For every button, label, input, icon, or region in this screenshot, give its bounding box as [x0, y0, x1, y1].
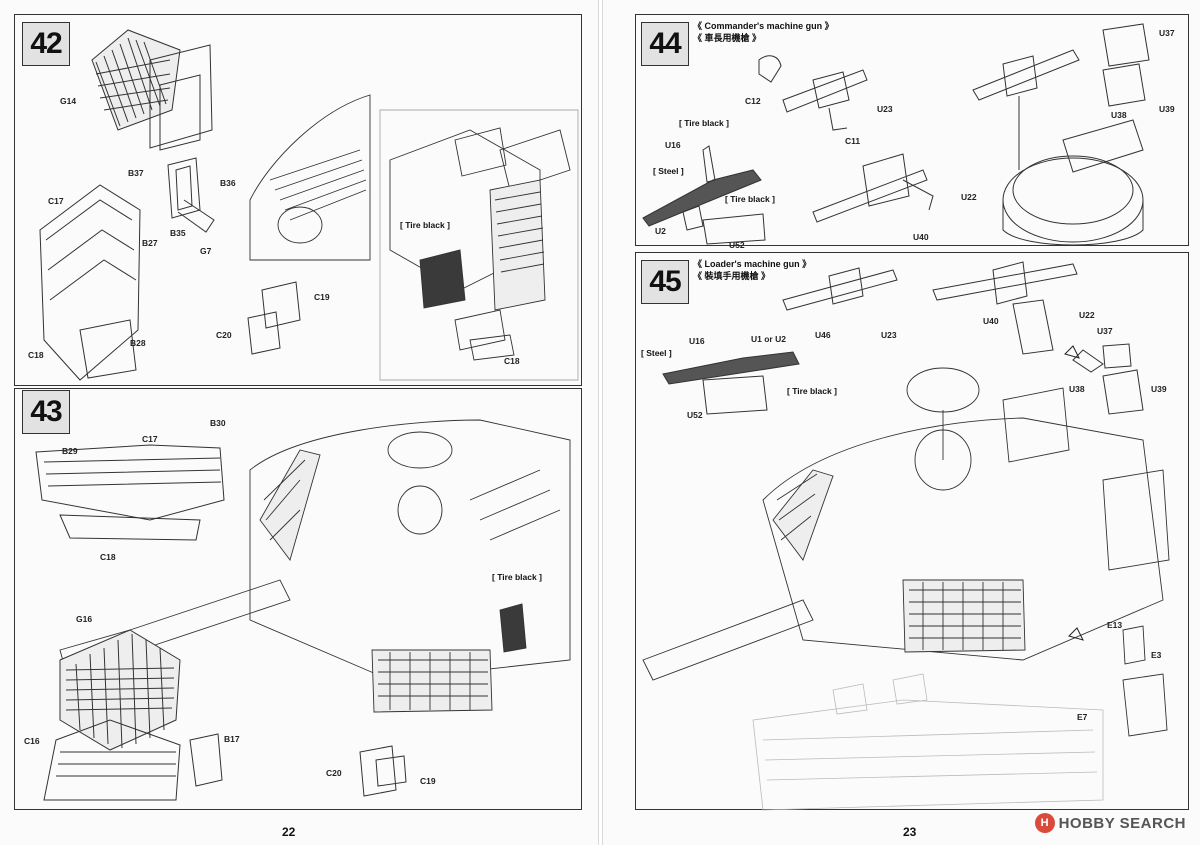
turret-detail-45 — [642, 367, 1170, 737]
hobby-search-logo-icon: H — [1034, 813, 1055, 833]
part-label-c20-43: C20 — [326, 768, 342, 778]
part-label-u37-45: U37 — [1097, 326, 1113, 336]
step-44-frame — [635, 14, 1189, 246]
step-43-frame — [14, 388, 582, 810]
step-44-title-jp: 《 車長用機槍 》 — [693, 33, 762, 43]
part-label-g16: G16 — [76, 614, 93, 624]
part-label-b17: B17 — [224, 734, 240, 744]
step-44-badge: 44 — [641, 22, 689, 66]
part-label-b27: B27 — [142, 238, 158, 248]
part-label-b28: B28 — [130, 338, 146, 348]
paint-note-tire-black-44b: [ Tire black ] — [725, 194, 775, 204]
part-label-c17: C17 — [48, 196, 64, 206]
step-45-title-jp: 《 裝填手用機槍 》 — [693, 271, 771, 281]
paint-note-steel-44: [ Steel ] — [653, 166, 684, 176]
part-label-g7: G7 — [200, 246, 212, 256]
part-label-c12: C12 — [745, 96, 761, 106]
part-label-b30: B30 — [210, 418, 226, 428]
part-label-u2: U2 — [655, 226, 666, 236]
part-label-u23: U23 — [877, 104, 893, 114]
part-label-b37: B37 — [128, 168, 144, 178]
part-label-e13: E13 — [1107, 620, 1123, 630]
part-label-u40-45: U40 — [983, 316, 999, 326]
part-label-c11: C11 — [845, 136, 861, 146]
paint-note-tire-black-44a: [ Tire black ] — [679, 118, 729, 128]
step-45-title: 《 Loader's machine gun 》 《 裝填手用機槍 》 — [693, 258, 811, 282]
jerrycan-c19-c20 — [247, 281, 301, 355]
part-label-u23-45: U23 — [881, 330, 897, 340]
loader-mg-drawing — [662, 261, 1144, 415]
part-label-u52: U52 — [729, 240, 745, 250]
paint-note-tire-black-42: [ Tire black ] — [400, 220, 450, 230]
part-label-u22-45: U22 — [1079, 310, 1095, 320]
page-number-22: 22 — [282, 825, 296, 839]
arrow-indicators — [1064, 345, 1084, 641]
turret-detail-42 — [249, 94, 579, 381]
hatch-ring-drawing — [972, 23, 1150, 246]
turret-detail-43 — [59, 419, 571, 713]
part-label-c18b: C18 — [504, 356, 520, 366]
part-label-u52-45: U52 — [687, 410, 703, 420]
paint-note-tire-black-43: [ Tire black ] — [492, 572, 542, 582]
step-42-43-line-art — [35, 29, 579, 801]
step-44-title: 《 Commander's machine gun 》 《 車長用機槍 》 — [693, 20, 834, 44]
part-label-u38-45: U38 — [1069, 384, 1085, 394]
mg-u22-drawing — [812, 153, 934, 223]
watermark-text: HOBBY SEARCH — [1058, 814, 1186, 832]
part-label-u46: U46 — [815, 330, 831, 340]
step-42-frame — [14, 14, 582, 386]
mg-u2-drawing — [642, 145, 766, 245]
part-label-c18: C18 — [28, 350, 44, 360]
step-45-frame — [635, 252, 1189, 810]
part-label-u38: U38 — [1111, 110, 1127, 120]
step-45-badge: 45 — [641, 260, 689, 304]
part-label-c19: C19 — [314, 292, 330, 302]
instruction-page-22: 42 43 — [0, 0, 599, 845]
commander-mg-drawing — [758, 55, 868, 131]
part-label-c18-43: C18 — [100, 552, 116, 562]
grille-g16-drawing — [43, 629, 223, 801]
step-42-badge: 42 — [22, 22, 70, 66]
part-label-e3: E3 — [1151, 650, 1162, 660]
ghost-tank-lower — [752, 673, 1104, 811]
page-number-23: 23 — [903, 825, 917, 839]
part-label-u39: U39 — [1159, 104, 1175, 114]
part-label-b29: B29 — [62, 446, 78, 456]
part-label-c20: C20 — [216, 330, 232, 340]
paint-note-tire-black-45: [ Tire black ] — [787, 386, 837, 396]
rail-frame-c17 — [39, 184, 141, 381]
rail-assembly-c17-43 — [35, 444, 225, 541]
part-label-b36: B36 — [220, 178, 236, 188]
part-label-u16-45: U16 — [689, 336, 705, 346]
part-label-c19-43: C19 — [420, 776, 436, 786]
paint-note-steel-45: [ Steel ] — [641, 348, 672, 358]
part-label-u37: U37 — [1159, 28, 1175, 38]
step-43-badge: 43 — [22, 390, 70, 434]
part-label-u39-45: U39 — [1151, 384, 1167, 394]
bracket-b35-b37 — [167, 157, 215, 233]
part-label-u22: U22 — [961, 192, 977, 202]
part-label-u1-or-u2: U1 or U2 — [751, 334, 786, 344]
part-label-u40: U40 — [913, 232, 929, 242]
part-label-u16: U16 — [665, 140, 681, 150]
part-label-g14: G14 — [60, 96, 77, 106]
jerrycan-43 — [359, 745, 407, 797]
part-label-c16: C16 — [24, 736, 40, 746]
step-45-title-en: 《 Loader's machine gun 》 — [693, 259, 812, 269]
hobby-search-watermark: H HOBBY SEARCH — [1034, 813, 1186, 833]
step-44-title-en: 《 Commander's machine gun 》 — [693, 21, 834, 31]
instruction-page-23: 44 45 《 Commander's machine gun 》 《 車長用機… — [602, 0, 1200, 845]
part-label-b35: B35 — [170, 228, 186, 238]
step-44-45-line-art — [642, 23, 1170, 811]
part-label-e7: E7 — [1077, 712, 1088, 722]
part-label-c17-43: C17 — [142, 434, 158, 444]
grille-g14-drawing — [91, 29, 213, 151]
